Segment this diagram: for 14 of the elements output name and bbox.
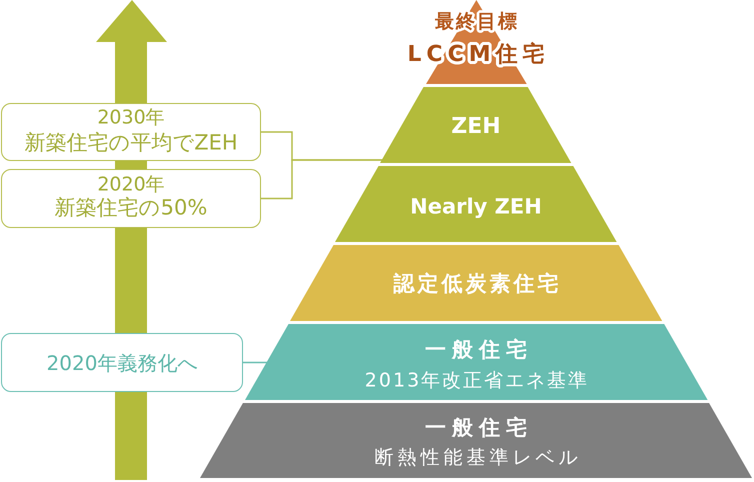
tier-sublabel: 2013年改正省エネ基準 [364,370,590,392]
tier-sublabel: 断熱性能基準レベル [374,448,582,468]
connector-line [243,362,268,364]
callout-text: 2030年 [97,108,165,128]
callout-text: 2020年 [97,174,165,196]
tier-label: 認定低炭素住宅 [393,272,562,296]
tier-label: 一般住宅 [424,338,533,362]
tier-label: 一般住宅 [425,416,533,440]
connector-line [261,159,384,200]
callout-text: 2020年義務化へ [46,352,198,374]
callout-text: 新築住宅の50% [54,196,208,220]
tier-label: ZEH [451,114,501,140]
tier-label: Nearly ZEH [410,195,542,219]
callout-text: 新築住宅の平均でZEH [24,131,238,155]
